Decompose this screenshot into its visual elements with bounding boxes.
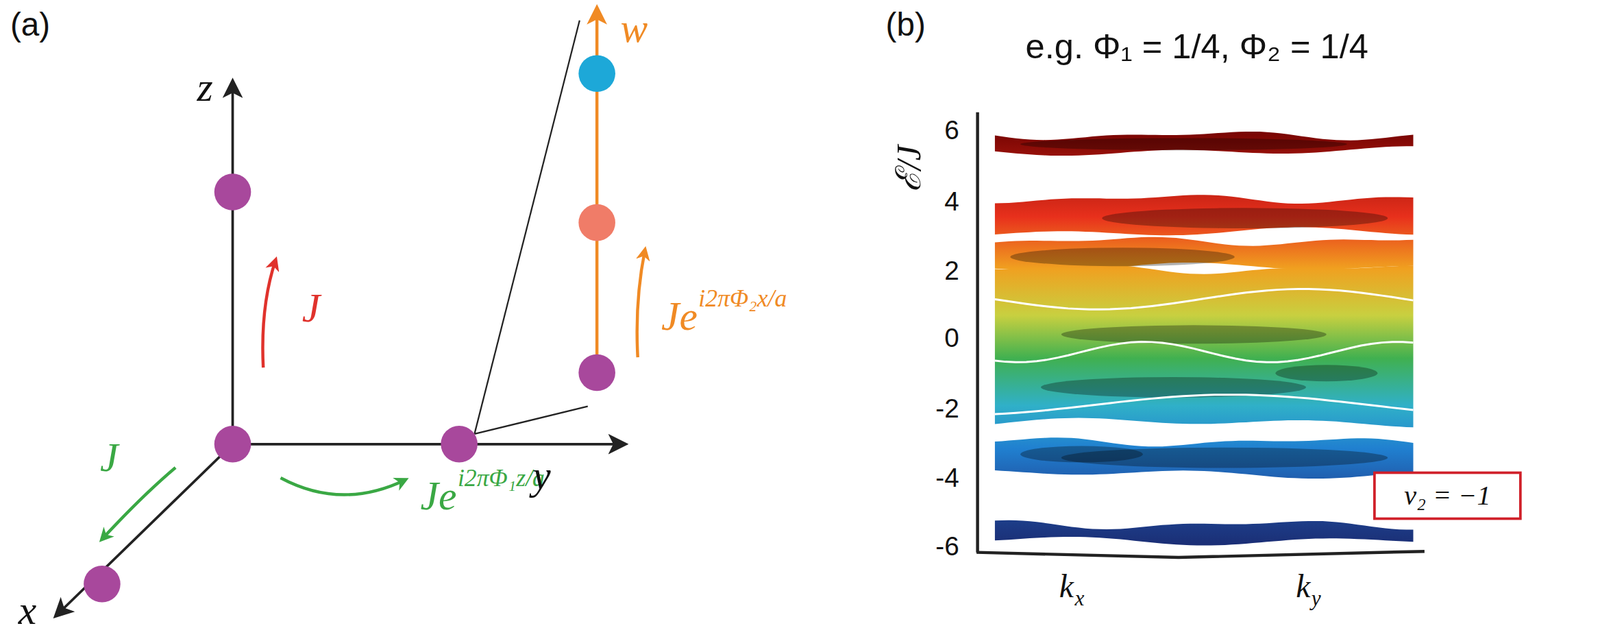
energy-band bbox=[994, 194, 1414, 236]
band-gap bbox=[994, 289, 1414, 310]
hopping-label: J bbox=[100, 436, 118, 478]
phase-superscript: i2πΦ₂x/a bbox=[698, 285, 787, 311]
band-shade bbox=[1020, 446, 1143, 463]
band-shade bbox=[1275, 364, 1378, 381]
axis-label: ℰ/J bbox=[891, 145, 927, 192]
tick-label: -6 bbox=[918, 532, 960, 560]
hopping-label: Je bbox=[661, 296, 698, 338]
tick-label: 4 bbox=[918, 187, 960, 215]
axis-label: x bbox=[18, 589, 37, 632]
energy-band bbox=[994, 437, 1414, 479]
axis-label: y bbox=[532, 454, 551, 497]
parameter-title: e.g. Φ₁ = 1/4, Φ₂ = 1/4 bbox=[1025, 28, 1369, 64]
panel-label: (b) bbox=[885, 8, 926, 42]
axis-label: w bbox=[620, 8, 648, 50]
tick-label: 0 bbox=[918, 324, 960, 352]
tick-label: 6 bbox=[918, 116, 960, 144]
axis-label: z bbox=[196, 67, 213, 109]
band-shade bbox=[1040, 376, 1307, 398]
tick-label: 2 bbox=[918, 256, 960, 284]
axis-label: k bbox=[1059, 569, 1074, 603]
phase-superscript: i2πΦ₁z/a bbox=[457, 465, 545, 490]
energy-band bbox=[994, 520, 1414, 546]
tick-label: -2 bbox=[918, 394, 960, 422]
band-shade bbox=[1101, 207, 1388, 229]
band-gap bbox=[994, 341, 1414, 363]
axis-subscript: x bbox=[1074, 587, 1085, 610]
band-shade bbox=[1061, 324, 1327, 344]
axis-subscript: y bbox=[1311, 587, 1322, 610]
panel-label: (a) bbox=[10, 8, 51, 42]
hopping-label: J bbox=[302, 287, 320, 329]
band-shade bbox=[1010, 247, 1235, 266]
energy-band bbox=[994, 265, 1414, 428]
invariant-label: ν₂ = −1 bbox=[1404, 481, 1491, 510]
band-shade bbox=[1020, 137, 1348, 151]
axis-label: k bbox=[1295, 569, 1311, 603]
energy-band bbox=[994, 237, 1414, 272]
hopping-label: Je bbox=[420, 475, 458, 517]
tick-label: -4 bbox=[918, 464, 960, 492]
band-gap bbox=[994, 394, 1414, 414]
energy-band bbox=[994, 131, 1414, 156]
